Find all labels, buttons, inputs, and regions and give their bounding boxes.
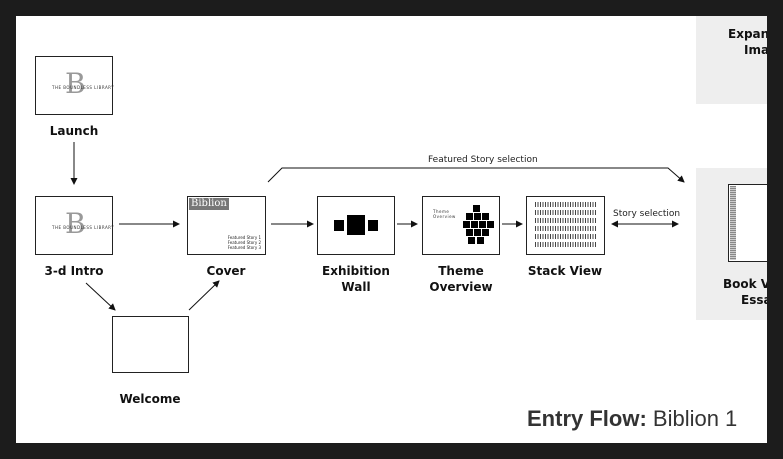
exhibition-label-line2: Wall [341,280,371,294]
theme-tile [474,229,481,236]
theme-inner-title: Theme Overview [433,209,456,219]
cover-label: Cover [206,264,246,278]
theme-tile [482,213,489,220]
expand-label-line1: Expand [728,27,767,41]
edge-welcome-cover [188,280,220,311]
theme-inner-line1: Theme [433,209,450,214]
biblion-brand: Biblion [189,198,229,210]
theme-tile [463,221,470,228]
exhibition-wall-label: Exhibition Wall [306,263,406,295]
featured-story-1: Featured Story 1 [227,235,261,240]
diagram-title: Entry Flow: Biblion 1 [527,406,737,432]
theme-tile [482,229,489,236]
cover-screen: Biblion Featured Story 1 Featured Story … [187,196,266,255]
library-logo-letter: B [65,207,86,240]
theme-overview-screen: Theme Overview [422,196,500,255]
exhibit-tile [334,220,344,231]
story-selection-label: Story selection [613,209,681,219]
exhibit-tile [368,220,378,231]
theme-tile [471,221,478,228]
stack-view-screen [526,196,605,255]
exhibition-label-line1: Exhibition [322,264,390,278]
book-label-line1: Book V [723,277,767,291]
expand-label-line2: Imag [744,43,767,57]
connector-layer [70,142,685,311]
intro-label: 3-d Intro [44,264,104,278]
theme-tile [466,229,473,236]
edge-intro-welcome [85,282,116,311]
library-logo-text: THE BOUNDLESS LIBRARY [52,85,115,90]
library-logo-letter: B [65,67,86,100]
exhibit-tile [347,215,365,235]
theme-tile [468,237,475,244]
stack-view-label: Stack View [527,264,603,278]
diagram-title-bold: Entry Flow: [527,406,647,431]
book-spine [730,186,736,260]
theme-tile [473,205,480,212]
theme-tile [479,221,486,228]
launch-screen: B THE BOUNDLESS LIBRARY [35,56,115,115]
theme-tile [487,221,494,228]
exhibition-wall-screen [317,196,395,255]
edge-featured-story [267,167,685,183]
book-view-screen [728,184,767,262]
theme-inner-line2: Overview [433,214,456,219]
theme-tile [477,237,484,244]
diagram-title-rest: Biblion 1 [652,406,738,431]
intro-screen: B THE BOUNDLESS LIBRARY [35,196,115,255]
diagram-canvas: Featured Story selection Story selection… [16,16,767,443]
featured-story-selection-label: Featured Story selection [428,155,538,165]
featured-story-2: Featured Story 2 [227,240,261,245]
theme-overview-label: Theme Overview [411,263,511,295]
theme-tile [466,213,473,220]
theme-label-line1: Theme [438,264,484,278]
launch-label: Launch [49,124,99,138]
book-view-label: Book V Essa [716,276,767,308]
theme-tile [474,213,481,220]
theme-label-line2: Overview [429,280,493,294]
library-logo-text: THE BOUNDLESS LIBRARY [52,225,115,230]
expand-image-label: Expand Imag [721,26,767,58]
book-label-line2: Essa [741,293,767,307]
welcome-label: Welcome [119,392,181,406]
stack-rows [535,202,597,250]
featured-story-3: Featured Story 3 [227,245,261,250]
welcome-screen [112,316,189,373]
expand-image-panel [696,16,767,104]
